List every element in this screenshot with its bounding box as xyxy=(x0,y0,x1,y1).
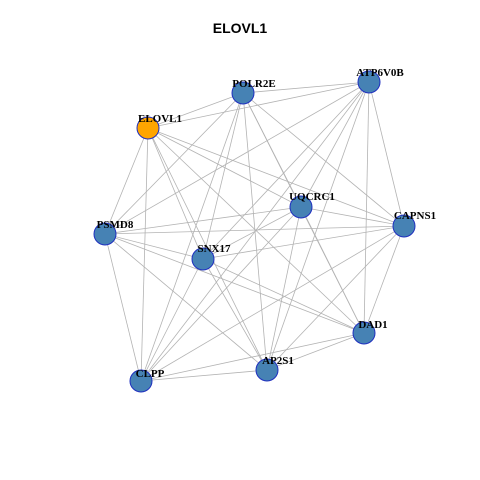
edge-snx17-ap2s1 xyxy=(202,258,268,371)
edge-elovl1-psmd8 xyxy=(104,127,149,235)
node-label-clpp: CLPP xyxy=(136,368,165,380)
node-label-elovl1: ELOVL1 xyxy=(138,113,182,125)
node-clpp[interactable] xyxy=(129,369,153,393)
node-label-atp6v0b: ATP6V0B xyxy=(356,67,404,79)
edge-capns1-ap2s1 xyxy=(266,225,405,371)
edge-dad1-ap2s1 xyxy=(266,332,365,371)
node-label-capns1: CAPNS1 xyxy=(394,210,436,222)
edge-uqcrc1-psmd8 xyxy=(104,206,302,235)
diagram-title: ELOVL1 xyxy=(212,20,268,36)
edge-polr2e-psmd8 xyxy=(104,92,244,235)
node-label-ap2s1: AP2S1 xyxy=(262,355,294,367)
edge-atp6v0b-uqcrc1 xyxy=(300,81,370,208)
edge-uqcrc1-capns1 xyxy=(300,206,405,227)
edge-ap2s1-clpp xyxy=(140,369,268,382)
node-label-snx17: SNX17 xyxy=(197,243,231,255)
edge-atp6v0b-ap2s1 xyxy=(266,81,370,371)
edge-capns1-snx17 xyxy=(202,225,405,260)
edge-psmd8-snx17 xyxy=(104,233,204,260)
edge-polr2e-snx17 xyxy=(202,92,244,260)
edge-elovl1-clpp xyxy=(140,127,149,382)
edge-atp6v0b-capns1 xyxy=(368,81,405,227)
edge-snx17-clpp xyxy=(140,258,204,382)
edge-psmd8-ap2s1 xyxy=(104,233,268,371)
edge-elovl1-uqcrc1 xyxy=(147,127,302,208)
label-layer: ELOVL1 POLR2E ATP6V0B UQCRC1CAPNS1PSMD8SNX1… xyxy=(97,67,436,380)
node-psmd8[interactable] xyxy=(93,222,117,246)
edge-polr2e-capns1 xyxy=(242,92,405,227)
edge-layer xyxy=(104,81,405,382)
node-atp6v0b[interactable] xyxy=(357,70,381,94)
node-ap2s1[interactable] xyxy=(255,358,279,382)
edge-uqcrc1-clpp xyxy=(140,206,302,382)
node-dad1[interactable] xyxy=(352,321,376,345)
edge-atp6v0b-psmd8 xyxy=(104,81,370,235)
edge-atp6v0b-snx17 xyxy=(202,81,370,260)
edge-elovl1-atp6v0b xyxy=(147,81,370,129)
edge-elovl1-polr2e xyxy=(147,92,244,129)
node-label-psmd8: PSMD8 xyxy=(97,219,134,231)
node-label-uqcrc1: UQCRC1 xyxy=(289,191,335,203)
edge-atp6v0b-dad1 xyxy=(363,81,370,334)
edge-elovl1-capns1 xyxy=(147,127,405,227)
node-layer xyxy=(93,70,416,393)
node-label-polr2e: POLR2E xyxy=(232,78,275,90)
edge-uqcrc1-snx17 xyxy=(202,206,302,260)
edge-snx17-dad1 xyxy=(202,258,365,334)
node-snx17[interactable] xyxy=(191,247,215,271)
node-label-dad1: DAD1 xyxy=(358,319,387,331)
edge-psmd8-clpp xyxy=(104,233,142,382)
edge-capns1-clpp xyxy=(140,225,405,382)
edge-polr2e-atp6v0b xyxy=(242,81,370,94)
edge-capns1-dad1 xyxy=(363,225,405,334)
node-elovl1[interactable] xyxy=(136,116,160,140)
node-capns1[interactable] xyxy=(392,214,416,238)
edge-psmd8-dad1 xyxy=(104,233,365,334)
edge-capns1-psmd8 xyxy=(104,225,405,235)
edge-uqcrc1-ap2s1 xyxy=(266,206,302,371)
node-polr2e[interactable] xyxy=(231,81,255,105)
node-uqcrc1[interactable] xyxy=(289,195,313,219)
edge-dad1-clpp xyxy=(140,332,365,382)
edge-polr2e-clpp xyxy=(140,92,244,382)
edge-uqcrc1-dad1 xyxy=(300,206,365,334)
